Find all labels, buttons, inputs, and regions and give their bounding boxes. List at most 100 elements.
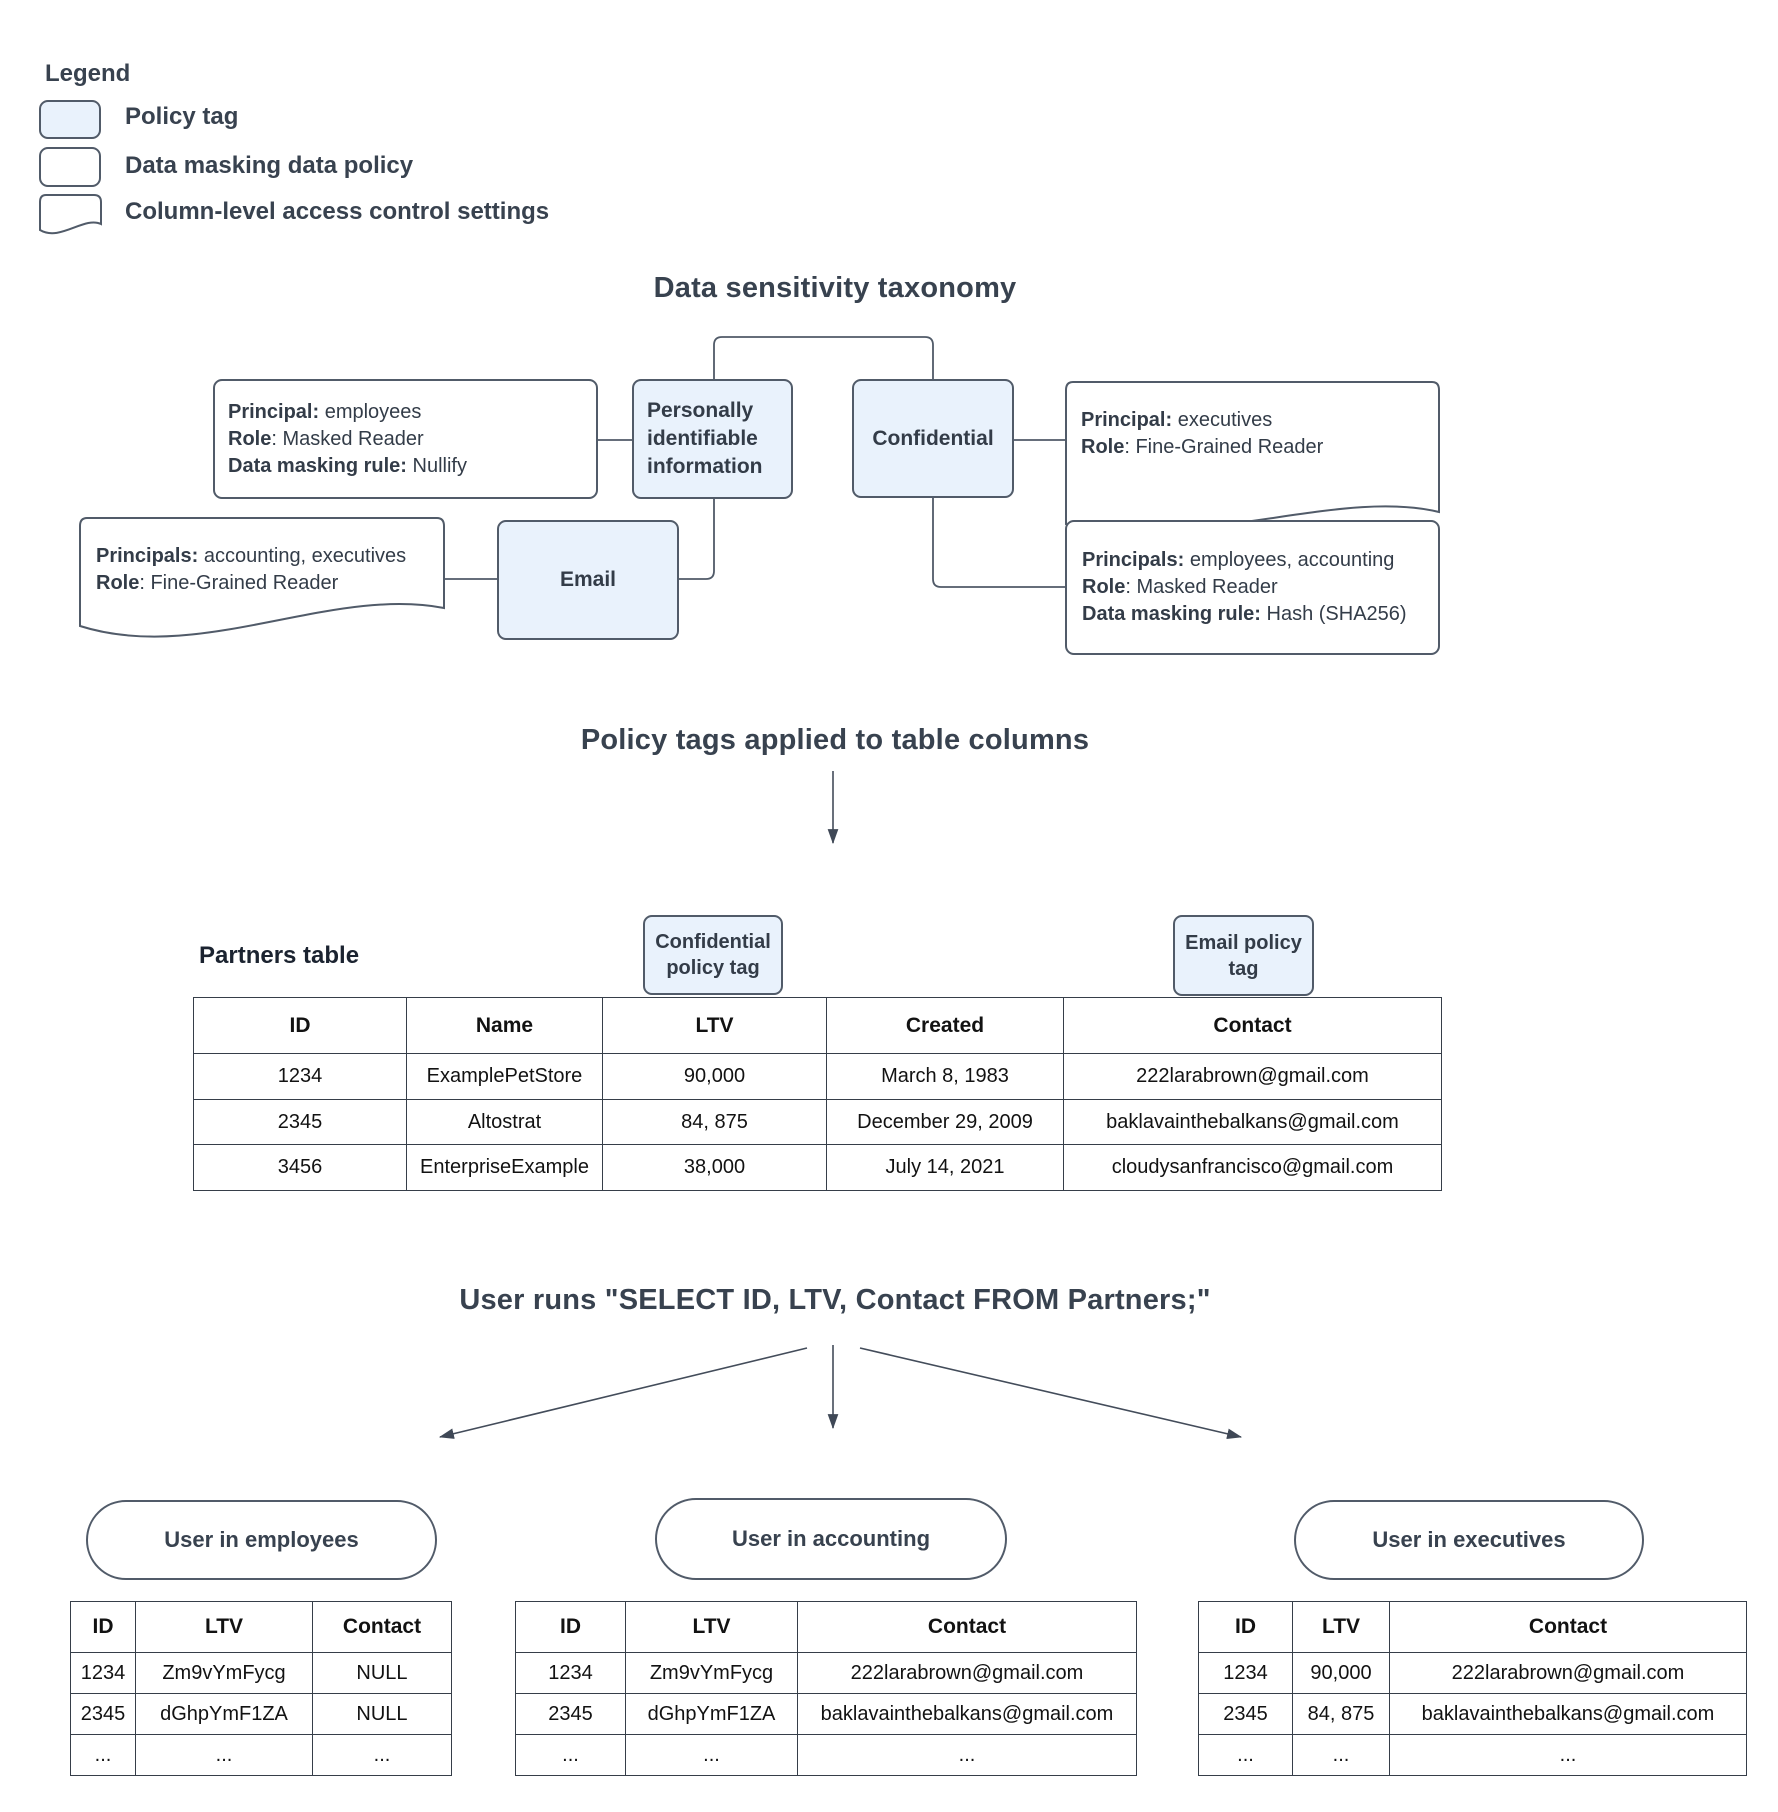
result-row: 1234 90,000 222larabrown@gmail.com (1198, 1652, 1747, 1694)
partners-col-ltv: LTV (602, 997, 827, 1054)
cell: ... (1292, 1734, 1390, 1776)
cell: dGhpYmF1ZA (135, 1693, 313, 1735)
accounting-result-table: ID LTV Contact 1234 Zm9vYmFycg 222larabr… (515, 1601, 1137, 1776)
email-policy-tag: Email (497, 520, 679, 640)
cell: baklavainthebalkans@gmail.com (1389, 1693, 1747, 1735)
accounting-executives-access-text: Principals: accounting, executives Role:… (96, 538, 436, 602)
partners-col-id: ID (193, 997, 407, 1054)
user-accounting-ellipse: User in accounting (655, 1498, 1007, 1580)
employees-result-table: ID LTV Contact 1234 Zm9vYmFycg NULL 2345… (70, 1601, 452, 1776)
cell: ... (1198, 1734, 1293, 1776)
cell: 2345 (70, 1693, 136, 1735)
accounting-executives-access-lines: Principals: accounting, executives Role:… (96, 545, 407, 594)
cell: 1234 (70, 1652, 136, 1694)
employees-masking-policy-box: Principal: employees Role: Masked Reader… (213, 379, 598, 499)
confidential-chip: Confidential policy tag (643, 915, 783, 995)
result-row: ... ... ... (1198, 1734, 1747, 1776)
result-row: 2345 dGhpYmF1ZA baklavainthebalkans@gmai… (515, 1693, 1137, 1735)
cell: 222larabrown@gmail.com (1389, 1652, 1747, 1694)
pii-to-email-connector (679, 499, 715, 580)
result-header-row: ID LTV Contact (70, 1601, 452, 1653)
pii-policy-tag: Personally identifiable information (632, 379, 793, 499)
email-policy-tag-label: Email (559, 568, 617, 591)
partners-table-label: Partners table (199, 942, 360, 969)
col-id: ID (70, 1601, 136, 1653)
col-ltv: LTV (1292, 1601, 1390, 1653)
executives-access-text: Principal: executives Role: Fine-Grained… (1081, 402, 1431, 466)
cell: ... (797, 1734, 1137, 1776)
partners-col-name: Name (406, 997, 603, 1054)
legend-policy-tag-swatch (39, 100, 101, 139)
result-row: 1234 Zm9vYmFycg NULL (70, 1652, 452, 1694)
query-to-executives-arrow (859, 1347, 1243, 1440)
col-id: ID (1198, 1601, 1293, 1653)
employees-accounting-masking-policy-text: Principals: employees, accounting Role: … (1082, 549, 1407, 625)
confidential-policy-tag-label: Confidential (872, 426, 994, 450)
partners-col-created: Created (826, 997, 1064, 1054)
confidential-to-masking-policy-connector (932, 498, 1065, 588)
cell: Altostrat (406, 1099, 603, 1145)
cell: ... (312, 1734, 452, 1776)
query-to-employees-arrow (438, 1347, 808, 1439)
cell: 38,000 (602, 1144, 827, 1191)
legend-title: Legend (45, 60, 131, 87)
cell: 1234 (193, 1053, 407, 1100)
result-row: ... ... ... (515, 1734, 1137, 1776)
cell: Zm9vYmFycg (625, 1652, 798, 1694)
col-contact: Contact (797, 1601, 1137, 1653)
cell: 222larabrown@gmail.com (1063, 1053, 1442, 1100)
col-contact: Contact (312, 1601, 452, 1653)
executives-access-lines: Principal: executives Role: Fine-Grained… (1081, 409, 1324, 458)
user-executives-ellipse: User in executives (1294, 1500, 1644, 1580)
cell: ExamplePetStore (406, 1053, 603, 1100)
cell: 222larabrown@gmail.com (797, 1652, 1137, 1694)
user-employees-ellipse: User in employees (86, 1500, 437, 1580)
cell: 84, 875 (602, 1099, 827, 1145)
cell: cloudysanfrancisco@gmail.com (1063, 1144, 1442, 1191)
partners-row: 3456 EnterpriseExample 38,000 July 14, 2… (193, 1144, 1442, 1191)
cell: March 8, 1983 (826, 1053, 1064, 1100)
confidential-policy-tag: Confidential (852, 379, 1014, 498)
pii-policy-tag-label: Personally identifiable information (647, 399, 763, 478)
applied-title: Policy tags applied to table columns (580, 724, 1090, 756)
cell: ... (135, 1734, 313, 1776)
cell: ... (625, 1734, 798, 1776)
cell: 84, 875 (1292, 1693, 1390, 1735)
legend-data-masking-swatch (39, 147, 101, 187)
partners-col-contact: Contact (1063, 997, 1442, 1054)
cell: July 14, 2021 (826, 1144, 1064, 1191)
cell: ... (70, 1734, 136, 1776)
query-title: User runs "SELECT ID, LTV, Contact FROM … (459, 1284, 1211, 1316)
cell: ... (1389, 1734, 1747, 1776)
legend-item-access-control: Column-level access control settings (125, 198, 550, 225)
taxonomy-title: Data sensitivity taxonomy (653, 272, 1017, 304)
col-contact: Contact (1389, 1601, 1747, 1653)
result-row: 2345 84, 875 baklavainthebalkans@gmail.c… (1198, 1693, 1747, 1735)
result-row: ... ... ... (70, 1734, 452, 1776)
cell: NULL (312, 1652, 452, 1694)
cell: ... (515, 1734, 626, 1776)
result-header-row: ID LTV Contact (1198, 1601, 1747, 1653)
email-chip: Email policy tag (1173, 915, 1314, 996)
partners-table: ID Name LTV Created Contact 1234 Example… (193, 997, 1442, 1191)
cell: 2345 (515, 1693, 626, 1735)
col-ltv: LTV (625, 1601, 798, 1653)
employees-masking-policy-text: Principal: employees Role: Masked Reader… (228, 400, 467, 477)
taxonomy-bracket-connector (713, 336, 934, 379)
legend-item-policy-tag: Policy tag (125, 103, 239, 130)
partners-row: 2345 Altostrat 84, 875 December 29, 2009… (193, 1099, 1442, 1145)
partners-row: 1234 ExamplePetStore 90,000 March 8, 198… (193, 1053, 1442, 1100)
result-header-row: ID LTV Contact (515, 1601, 1137, 1653)
executives-result-table: ID LTV Contact 1234 90,000 222larabrown@… (1198, 1601, 1747, 1776)
col-id: ID (515, 1601, 626, 1653)
cell: baklavainthebalkans@gmail.com (797, 1693, 1137, 1735)
cell: 90,000 (602, 1053, 827, 1100)
cell: EnterpriseExample (406, 1144, 603, 1191)
cell: Zm9vYmFycg (135, 1652, 313, 1694)
cell: dGhpYmF1ZA (625, 1693, 798, 1735)
cell: 1234 (515, 1652, 626, 1694)
result-row: 2345 dGhpYmF1ZA NULL (70, 1693, 452, 1735)
cell: December 29, 2009 (826, 1099, 1064, 1145)
legend-access-control-swatch (39, 194, 102, 235)
